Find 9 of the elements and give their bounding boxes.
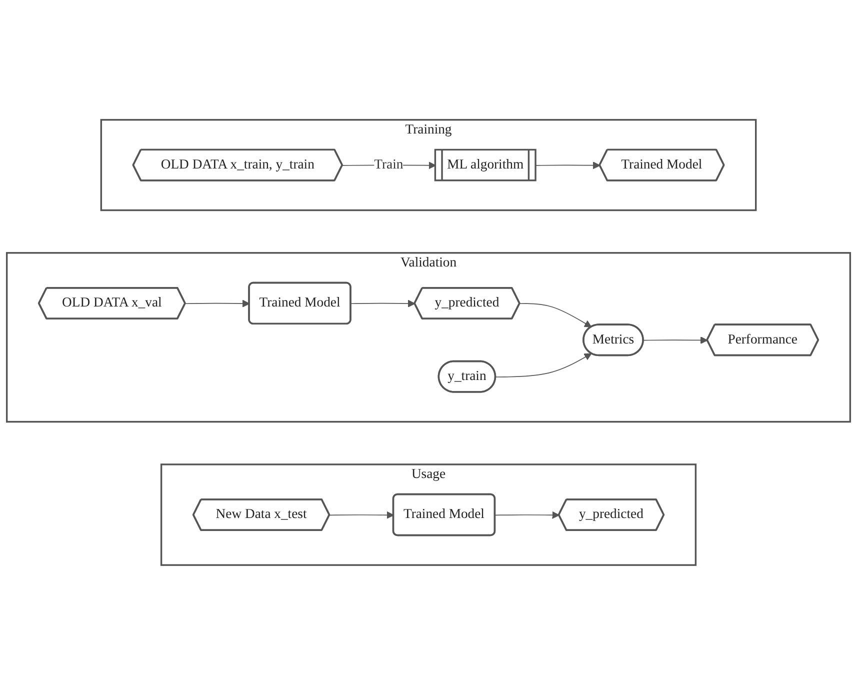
arrow [494, 510, 560, 518]
arrow [643, 336, 708, 344]
edge-label: Train [374, 156, 404, 172]
arrow [519, 302, 592, 327]
arrow [495, 352, 592, 377]
arrow [185, 299, 250, 307]
arrow [536, 161, 600, 169]
arrow [350, 299, 416, 307]
arrow [329, 510, 394, 518]
